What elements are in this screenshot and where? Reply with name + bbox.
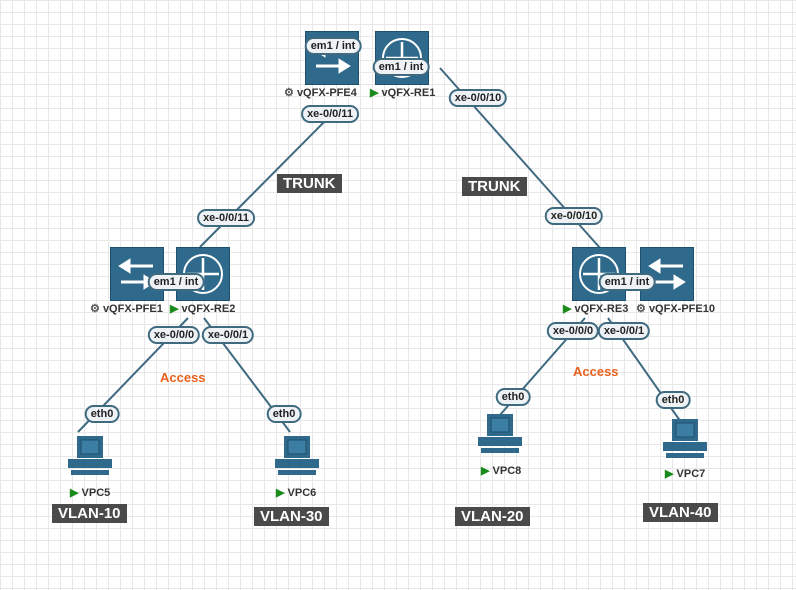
- gear-icon: ⚙: [636, 303, 646, 315]
- iface-label: eth0: [84, 405, 120, 423]
- iface-label: xe-0/0/10: [544, 207, 604, 225]
- em1-label-re1: em1 / int: [372, 58, 430, 76]
- iface-label: xe-0/0/10: [448, 89, 508, 107]
- node-label-vpc8[interactable]: ▶ VPC8: [481, 465, 522, 477]
- vlan-label: VLAN-10: [52, 504, 127, 523]
- node-label-re3[interactable]: ▶ vQFX-RE3: [563, 303, 629, 315]
- pc-icon-vpc8[interactable]: [475, 413, 525, 457]
- iface-label: xe-0/0/0: [147, 326, 201, 344]
- node-label-pfe10[interactable]: ⚙ vQFX-PFE10: [636, 303, 715, 315]
- vlan-label: VLAN-40: [643, 503, 718, 522]
- gear-icon: ⚙: [90, 303, 100, 315]
- node-label-vpc7[interactable]: ▶ VPC7: [665, 468, 706, 480]
- access-label-left: Access: [160, 370, 206, 385]
- play-icon: ▶: [665, 468, 674, 480]
- vlan-label: VLAN-20: [455, 507, 530, 526]
- iface-label: xe-0/0/1: [597, 322, 651, 340]
- iface-label: xe-0/0/1: [201, 326, 255, 344]
- trunk-label-left: TRUNK: [277, 174, 342, 193]
- play-icon: ▶: [170, 303, 179, 315]
- vlan-label: VLAN-30: [254, 507, 329, 526]
- trunk-label-right: TRUNK: [462, 177, 527, 196]
- node-label-re1[interactable]: ▶ vQFX-RE1: [370, 87, 436, 99]
- em1-label-re3: em1 / int: [598, 273, 656, 291]
- play-icon: ▶: [70, 487, 79, 499]
- em1-label-re2: em1 / int: [147, 273, 205, 291]
- pc-icon-vpc6[interactable]: [272, 435, 322, 479]
- node-label-pfe1[interactable]: ⚙ vQFX-PFE1: [90, 303, 163, 315]
- node-label-vpc6[interactable]: ▶ VPC6: [276, 487, 317, 499]
- pc-icon-vpc7[interactable]: [660, 418, 710, 462]
- switch-icon-pfe10[interactable]: [640, 247, 694, 301]
- node-label-vpc5[interactable]: ▶ VPC5: [70, 487, 111, 499]
- iface-label: xe-0/0/11: [301, 105, 359, 123]
- play-icon: ▶: [276, 487, 285, 499]
- play-icon: ▶: [481, 465, 490, 477]
- node-label-re2[interactable]: ▶ vQFX-RE2: [170, 303, 236, 315]
- pc-icon-vpc5[interactable]: [65, 435, 115, 479]
- iface-label: eth0: [495, 388, 531, 406]
- iface-label: xe-0/0/11: [197, 209, 255, 227]
- node-label-pfe4[interactable]: ⚙ vQFX-PFE4: [284, 87, 357, 99]
- play-icon: ▶: [370, 87, 379, 99]
- gear-icon: ⚙: [284, 87, 294, 99]
- iface-label: eth0: [266, 405, 302, 423]
- iface-label: eth0: [655, 391, 691, 409]
- play-icon: ▶: [563, 303, 572, 315]
- iface-label: xe-0/0/0: [546, 322, 600, 340]
- em1-label-pfe4: em1 / int: [304, 37, 362, 55]
- access-label-right: Access: [573, 364, 619, 379]
